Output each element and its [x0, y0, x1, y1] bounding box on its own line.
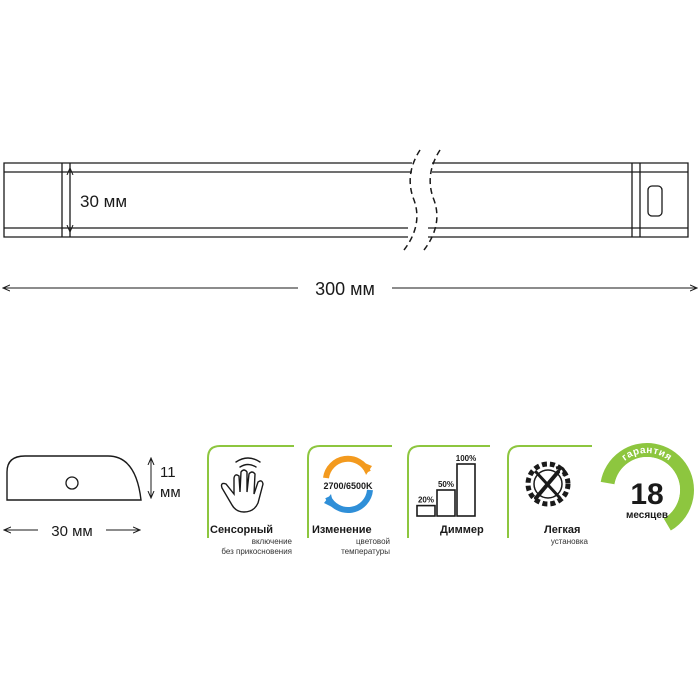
dimmer-bar: [436, 489, 456, 517]
profile-shape: [6, 455, 142, 501]
dimmer-bar: [456, 463, 476, 517]
profile-height-num: 11: [160, 464, 176, 481]
feature-sensor-sub2: без прикосновения: [221, 547, 292, 556]
feature-color-temp-sub1: цветовой: [356, 537, 390, 546]
dimmer-level-label: 100%: [456, 454, 476, 463]
feature-color-temp-title: Изменение: [312, 524, 372, 536]
profile-hole: [65, 476, 79, 490]
feature-sensor: Сенсорный включение без прикосновения: [207, 445, 294, 556]
break-lines: [403, 149, 441, 251]
color-temp-badge: 2700/6500K: [323, 481, 373, 491]
feature-sensor-title: Сенсорный: [210, 524, 273, 536]
profile-width-label: 30 мм: [51, 523, 92, 540]
feature-dimmer-title: Диммер: [440, 524, 484, 536]
feature-dimmer: 20% 50% 100% Диммер: [407, 445, 490, 538]
length-label: 300 мм: [315, 279, 375, 299]
feature-install-sub1: установка: [551, 537, 589, 546]
warranty-badge: гарантия 18 месяцев: [600, 442, 694, 537]
dimmer-bar: [416, 504, 436, 517]
warranty-ring: [600, 442, 694, 537]
sensor-window: [647, 185, 663, 217]
tools-gear-icon: [525, 461, 571, 507]
hand-sensor-icon: [220, 457, 264, 513]
feature-sensor-sub1: включение: [252, 537, 293, 546]
profile-height-unit: мм: [160, 484, 181, 501]
feature-sensor-frame: [207, 445, 294, 538]
feature-install-frame: [507, 445, 592, 538]
dimmer-level-label: 20%: [418, 496, 434, 505]
color-temperature-icon: [323, 455, 373, 513]
feature-color-temp: 2700/6500K Изменение цветовой температур…: [307, 445, 392, 556]
height-label: 30 мм: [80, 192, 127, 211]
feature-install: Легкая установка: [507, 445, 592, 546]
feature-install-title: Легкая: [544, 524, 580, 536]
feature-color-temp-frame: [307, 445, 392, 538]
feature-dimmer-frame: [407, 445, 490, 538]
dimmer-bars-icon: 20% 50% 100%: [416, 454, 476, 517]
warranty-unit: месяцев: [626, 510, 668, 521]
feature-color-temp-sub2: температуры: [341, 547, 390, 556]
dimmer-level-label: 50%: [438, 480, 454, 489]
warranty-number: 18: [630, 478, 663, 511]
